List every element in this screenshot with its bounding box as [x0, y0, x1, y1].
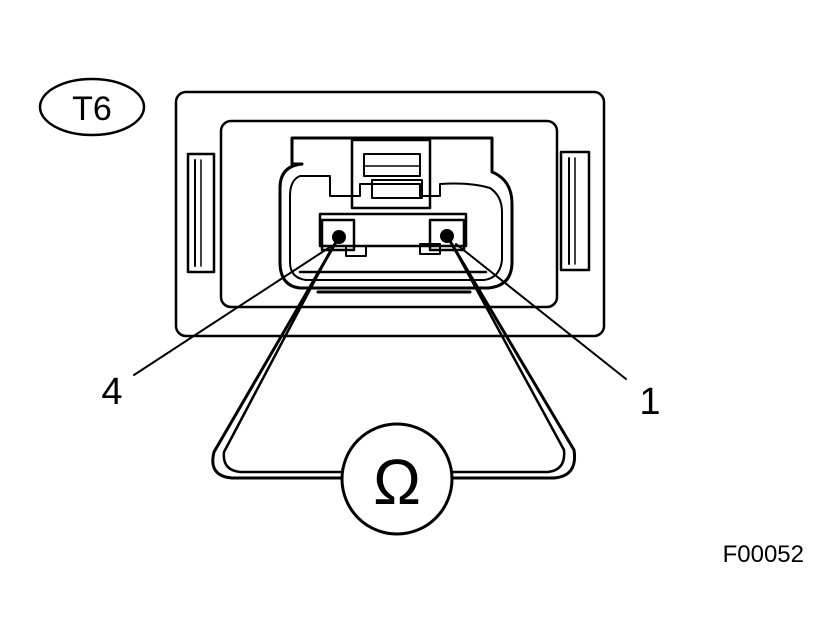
terminal-cavity-1: [419, 218, 466, 255]
ohmmeter-symbol: Ω: [340, 422, 454, 536]
ohm-symbol-label: Ω: [373, 446, 421, 518]
leader-line-terminal-4: [133, 246, 331, 376]
terminal-cavity-4: [320, 218, 367, 257]
leader-line-terminal-1: [455, 243, 627, 380]
terminal-label-1: 1: [639, 381, 660, 423]
connector-id-label: T6: [72, 90, 112, 128]
connector-id-badge: T6: [38, 77, 146, 137]
terminal-label-4: 4: [101, 371, 122, 413]
test-lead-right: [445, 234, 577, 480]
figure-code: F00052: [723, 541, 804, 568]
locking-tab: [350, 138, 432, 210]
connector-housing: [174, 90, 606, 338]
test-lead-left: [211, 235, 344, 480]
right-latch: [559, 150, 591, 272]
left-latch: [186, 152, 216, 274]
